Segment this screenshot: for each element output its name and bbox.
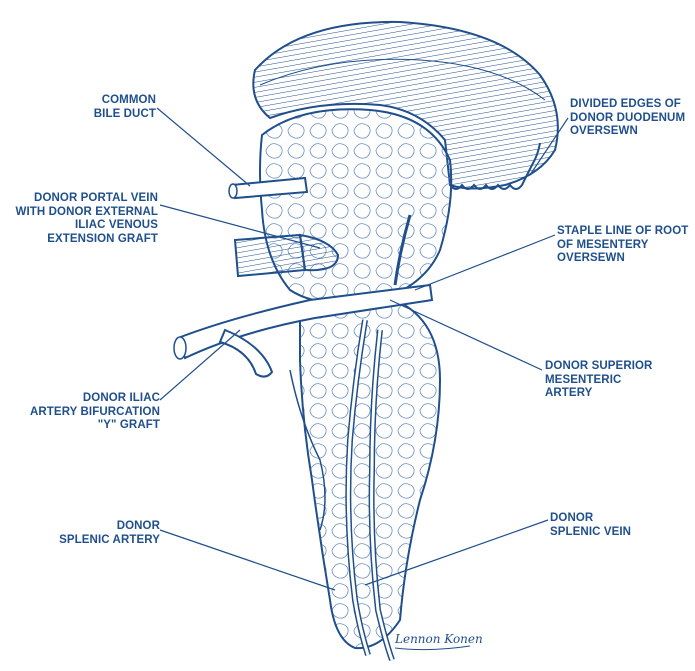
label-common-bile-duct: COMMON BILE DUCT (88, 94, 156, 121)
label-line: DONOR SUPERIOR (545, 360, 652, 374)
label-line: "Y" GRAFT (10, 419, 160, 433)
label-line: OF MESENTERY (557, 239, 688, 253)
label-line: STAPLE LINE OF ROOT (557, 225, 688, 239)
label-line: WITH DONOR EXTERNAL (10, 206, 158, 220)
label-line: BILE DUCT (88, 108, 156, 122)
label-donor-splenic-artery: DONOR SPLENIC ARTERY (10, 520, 160, 547)
label-line: DONOR DUODENUM (570, 112, 685, 126)
label-line: ILIAC VENOUS (10, 219, 158, 233)
label-line: DONOR ILIAC (10, 392, 160, 406)
label-line: OVERSEWN (557, 252, 688, 266)
label-line: SPLENIC VEIN (550, 526, 631, 540)
label-donor-iliac-artery: DONOR ILIAC ARTERY BIFURCATION "Y" GRAFT (10, 392, 160, 433)
label-divided-edges: DIVIDED EDGES OF DONOR DUODENUM OVERSEWN (570, 98, 685, 139)
label-line: EXTENSION GRAFT (10, 233, 158, 247)
label-line: OVERSEWN (570, 125, 685, 139)
label-donor-portal-vein: DONOR PORTAL VEIN WITH DONOR EXTERNAL IL… (10, 192, 158, 246)
label-line: ARTERY BIFURCATION (10, 406, 160, 420)
label-line: MESENTERIC (545, 374, 652, 388)
pancreas-head (260, 109, 451, 303)
label-donor-sma: DONOR SUPERIOR MESENTERIC ARTERY (545, 360, 652, 401)
label-line: COMMON (88, 94, 156, 108)
label-donor-splenic-vein: DONOR SPLENIC VEIN (550, 512, 631, 539)
artist-signature: Lennon Konen (394, 632, 483, 646)
label-staple-line: STAPLE LINE OF ROOT OF MESENTERY OVERSEW… (557, 225, 688, 266)
label-line: DONOR (550, 512, 631, 526)
label-line: SPLENIC ARTERY (10, 534, 160, 548)
label-line: ARTERY (545, 387, 652, 401)
label-line: DONOR (10, 520, 160, 534)
label-line: DIVIDED EDGES OF (570, 98, 685, 112)
label-line: DONOR PORTAL VEIN (10, 192, 158, 206)
portal-vein-graft (235, 235, 338, 276)
